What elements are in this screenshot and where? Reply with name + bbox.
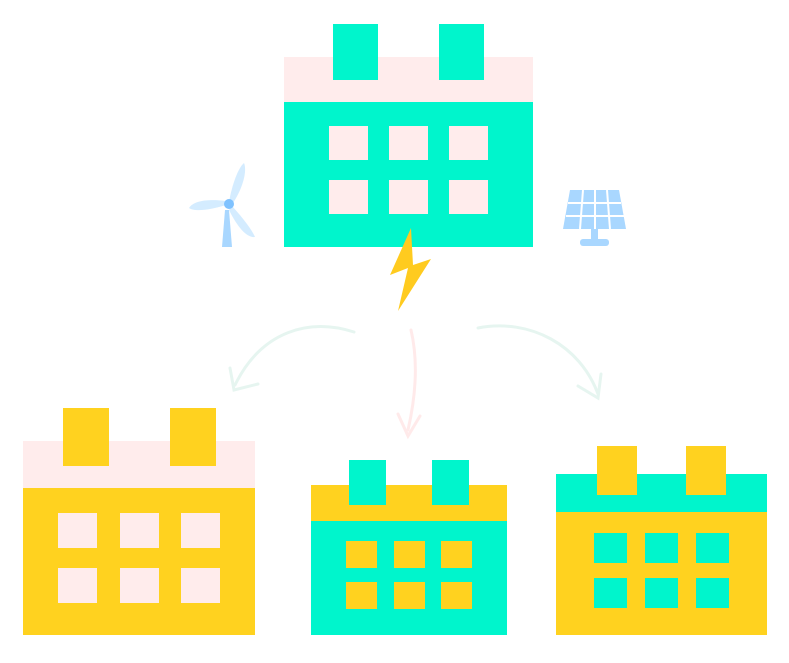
day-cell	[594, 533, 627, 563]
day-cell	[120, 568, 159, 603]
source-calendar	[284, 24, 533, 247]
calendar-ring-right	[686, 446, 726, 495]
calendar-body	[556, 512, 767, 635]
day-cell	[696, 578, 729, 608]
day-cell	[346, 582, 377, 609]
calendar-ring-left	[63, 408, 109, 466]
arrow-to-left	[228, 325, 356, 392]
day-cell	[181, 568, 220, 603]
day-cell	[449, 180, 488, 214]
calendar-ring-left	[349, 460, 386, 505]
day-cell	[329, 180, 368, 214]
day-cell	[389, 126, 428, 160]
calendar-ring-left	[597, 446, 637, 495]
day-cell	[645, 533, 678, 563]
middle-calendar	[311, 460, 507, 635]
calendar-day-grid	[346, 541, 472, 609]
calendar-ring-right	[170, 408, 216, 466]
day-cell	[329, 126, 368, 160]
arrow-to-middle	[396, 328, 422, 440]
wind-turbine-icon	[189, 163, 255, 247]
day-cell	[58, 513, 97, 548]
day-cell	[389, 180, 428, 214]
calendar-header	[23, 441, 255, 488]
day-cell	[58, 568, 97, 603]
calendar-body	[284, 102, 533, 247]
calendar-header	[311, 485, 507, 521]
right-calendar	[556, 446, 767, 635]
day-cell	[441, 582, 472, 609]
day-cell	[120, 513, 159, 548]
solar-panel-icon	[563, 189, 626, 246]
arrow-to-right	[476, 324, 603, 401]
calendar-header	[284, 57, 533, 102]
day-cell	[645, 578, 678, 608]
calendar-ring-left	[333, 24, 378, 80]
day-cell	[449, 126, 488, 160]
calendar-day-grid	[58, 513, 220, 603]
day-cell	[441, 541, 472, 568]
day-cell	[181, 513, 220, 548]
calendar-ring-right	[439, 24, 484, 80]
left-calendar	[23, 408, 255, 635]
calendar-header	[556, 474, 767, 512]
calendar-day-grid	[329, 126, 488, 214]
calendar-ring-right	[432, 460, 469, 505]
day-cell	[346, 541, 377, 568]
day-cell	[394, 541, 425, 568]
calendar-day-grid	[594, 533, 729, 608]
calendar-body	[311, 521, 507, 635]
day-cell	[696, 533, 729, 563]
lightning-bolt-icon	[390, 228, 431, 311]
calendar-body	[23, 488, 255, 635]
day-cell	[394, 582, 425, 609]
day-cell	[594, 578, 627, 608]
